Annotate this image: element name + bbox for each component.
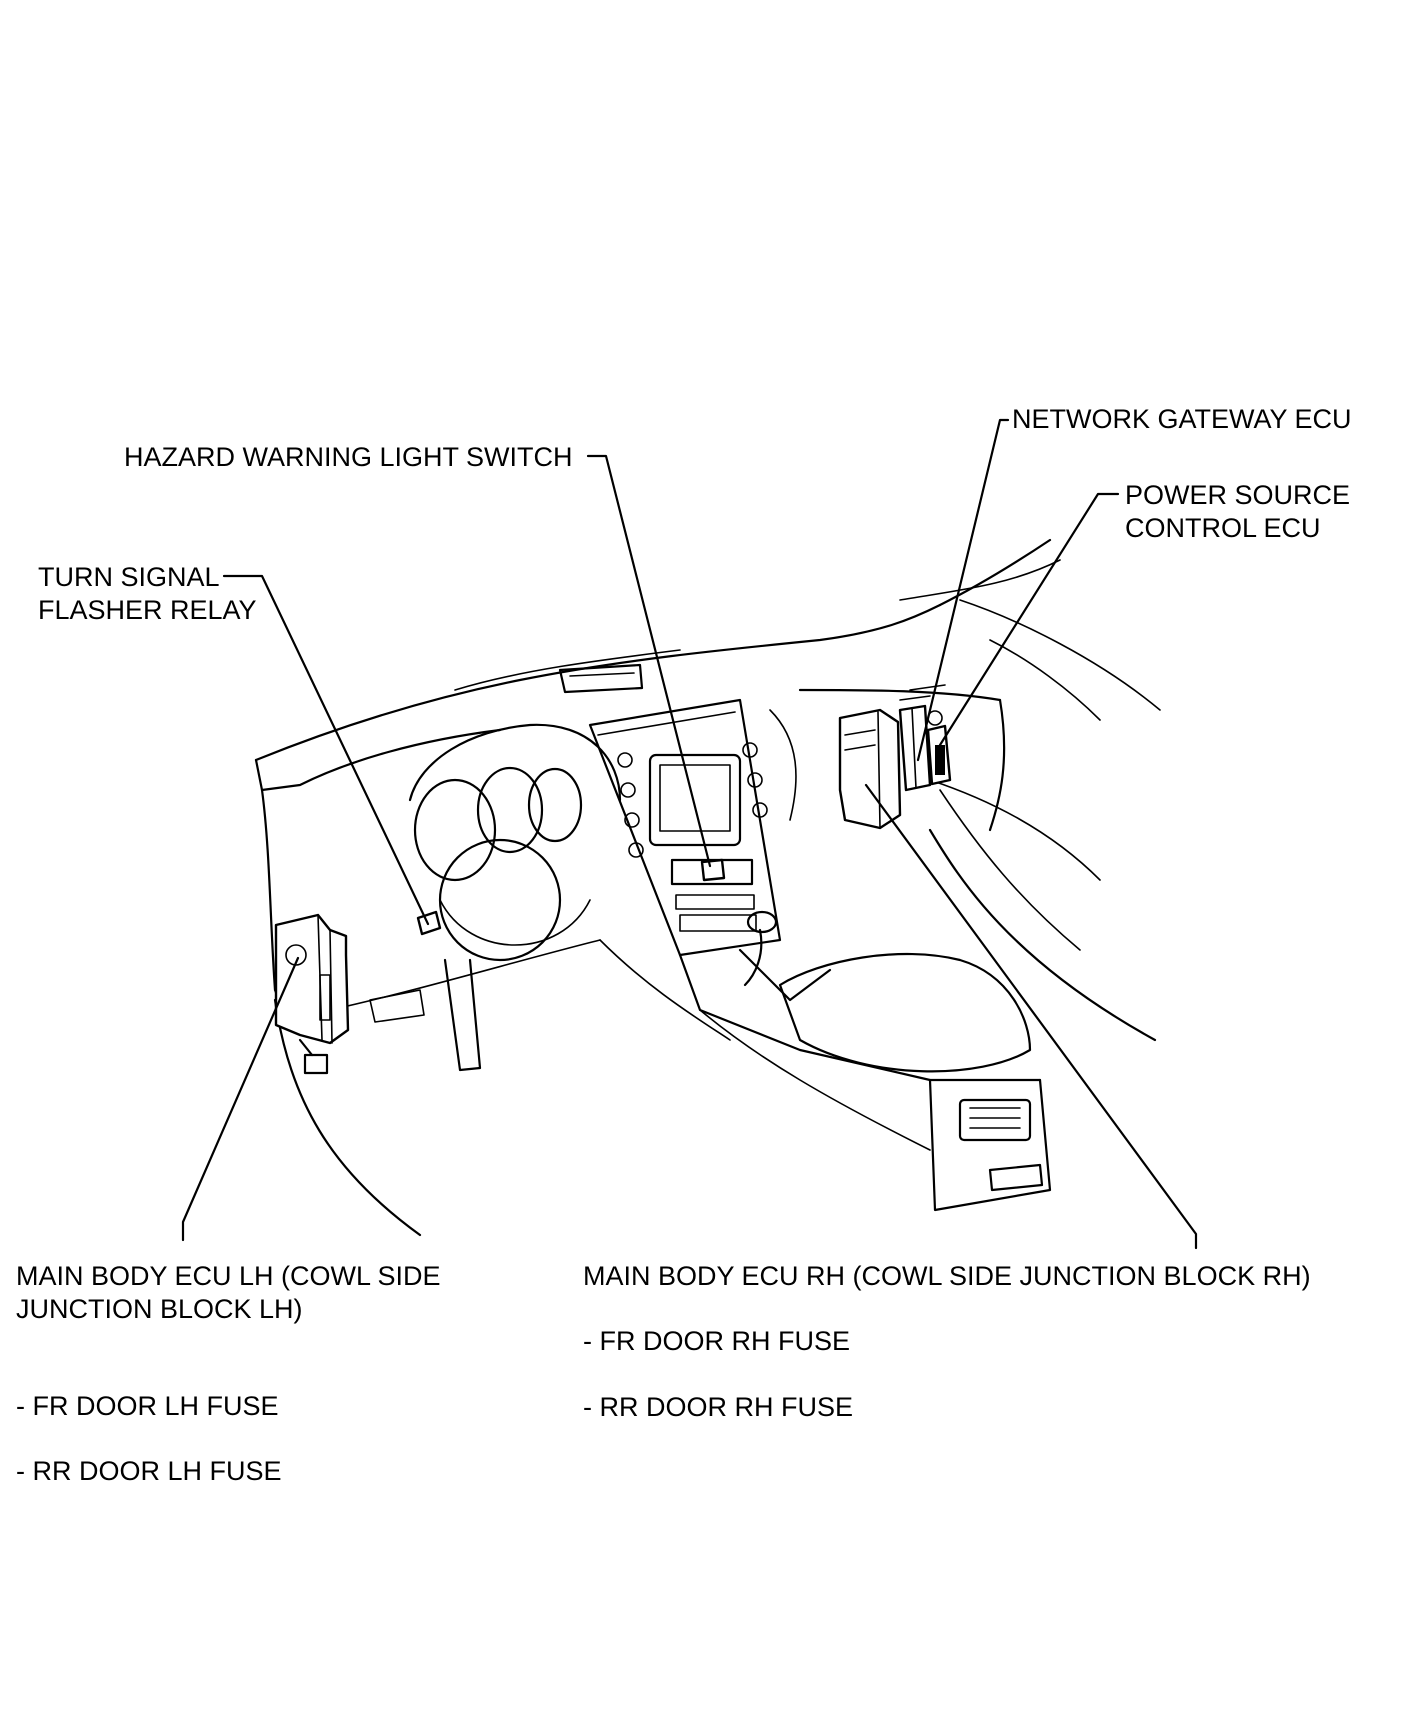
main-body-ecu-lh-label-line1: MAIN BODY ECU LH (COWL SIDE: [16, 1261, 441, 1291]
leader-main-lh: [181, 956, 300, 1242]
main-body-ecu-rh-label: MAIN BODY ECU RH (COWL SIDE JUNCTION BLO…: [583, 1261, 1311, 1291]
rr-door-rh-fuse-label: - RR DOOR RH FUSE: [583, 1392, 853, 1422]
leader-main-rh: [864, 783, 1198, 1250]
leader-hazard-switch: [586, 454, 712, 868]
leader-power-source: [938, 492, 1120, 747]
fr-door-lh-fuse-label: - FR DOOR LH FUSE: [16, 1391, 279, 1421]
power-source-control-ecu-label-line1: POWER SOURCE: [1125, 480, 1351, 510]
leader-lines: [181, 418, 1198, 1250]
power-source-control-ecu-label-line2: CONTROL ECU: [1125, 513, 1321, 543]
turn-signal-flasher-relay-label-line1: TURN SIGNAL: [38, 562, 220, 592]
network-gateway-ecu-label: NETWORK GATEWAY ECU: [1012, 404, 1352, 434]
turn-signal-flasher-relay-label-line2: FLASHER RELAY: [38, 595, 257, 625]
dashboard-outline: [254, 538, 1161, 1237]
leader-turn-signal: [222, 574, 430, 926]
fr-door-rh-fuse-label: - FR DOOR RH FUSE: [583, 1326, 850, 1356]
rr-door-lh-fuse-label: - RR DOOR LH FUSE: [16, 1456, 282, 1486]
main-body-ecu-lh-label-line2: JUNCTION BLOCK LH): [16, 1294, 303, 1324]
leader-network-gateway: [916, 418, 1010, 762]
hazard-warning-light-switch-label: HAZARD WARNING LIGHT SWITCH: [124, 442, 573, 472]
